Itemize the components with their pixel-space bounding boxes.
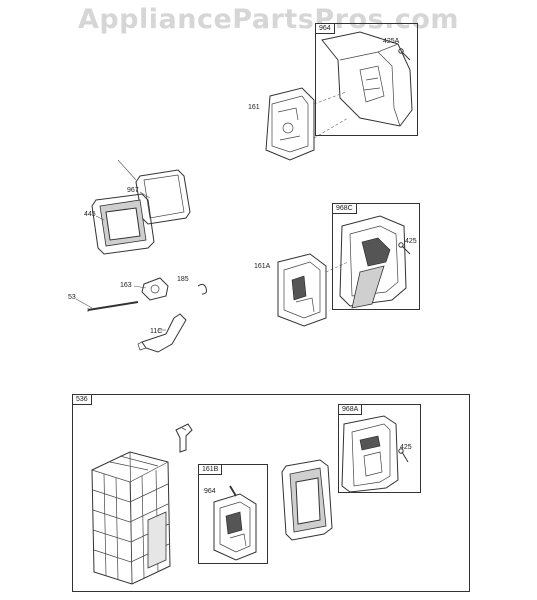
part-label-536: 536 — [73, 395, 92, 405]
part-label-161B: 161B — [199, 465, 223, 475]
part-label-967: 967 — [127, 187, 139, 194]
air-cleaner-base-161A — [277, 253, 327, 327]
part-label-964-bottom: 964 — [204, 488, 216, 495]
part-label-425-mid: 425 — [405, 238, 417, 245]
part-label-11C: 11C — [150, 328, 163, 335]
part-label-53: 53 — [68, 294, 76, 301]
air-filter-bottom — [281, 459, 333, 541]
part-label-425A: 425A — [383, 38, 400, 45]
pre-cleaner-967 — [135, 169, 191, 225]
breather-tube-11C — [137, 313, 187, 353]
screw-425-mid — [398, 242, 411, 255]
air-cleaner-base-161B — [213, 493, 257, 561]
part-label-445: 445 — [84, 211, 96, 218]
part-label-185: 185 — [177, 276, 189, 283]
gasket-163 — [141, 277, 169, 301]
box-968C: 968C — [332, 203, 420, 310]
part-label-161: 161 — [248, 104, 260, 111]
bracket-part — [175, 423, 193, 453]
box-968A: 968A — [338, 404, 421, 493]
box-964-top: 964 — [315, 23, 418, 136]
air-filter-445 — [91, 193, 155, 255]
air-cleaner-cover-968C — [339, 215, 407, 309]
screw-425-bottom — [398, 448, 409, 463]
part-label-964-top: 964 — [316, 24, 335, 34]
air-cleaner-cover-968A — [341, 415, 399, 493]
wire-guard-cage — [91, 451, 171, 585]
part-label-968C: 968C — [333, 204, 357, 214]
part-label-161A: 161A — [254, 263, 271, 270]
screw-964-bottom — [229, 485, 237, 497]
screw-425A — [398, 48, 411, 61]
clip-185 — [197, 283, 207, 295]
box-161B: 161B — [198, 464, 268, 564]
part-label-163: 163 — [120, 282, 132, 289]
stud-53 — [87, 301, 139, 312]
part-label-425-bottom: 425 — [400, 444, 412, 451]
watermark: AppliancePartsPros.com — [77, 4, 460, 35]
air-cleaner-base-161 — [265, 87, 315, 161]
part-label-968A: 968A — [339, 405, 363, 415]
box-536: 536 — [72, 394, 470, 592]
air-cleaner-cover-top — [321, 31, 413, 127]
